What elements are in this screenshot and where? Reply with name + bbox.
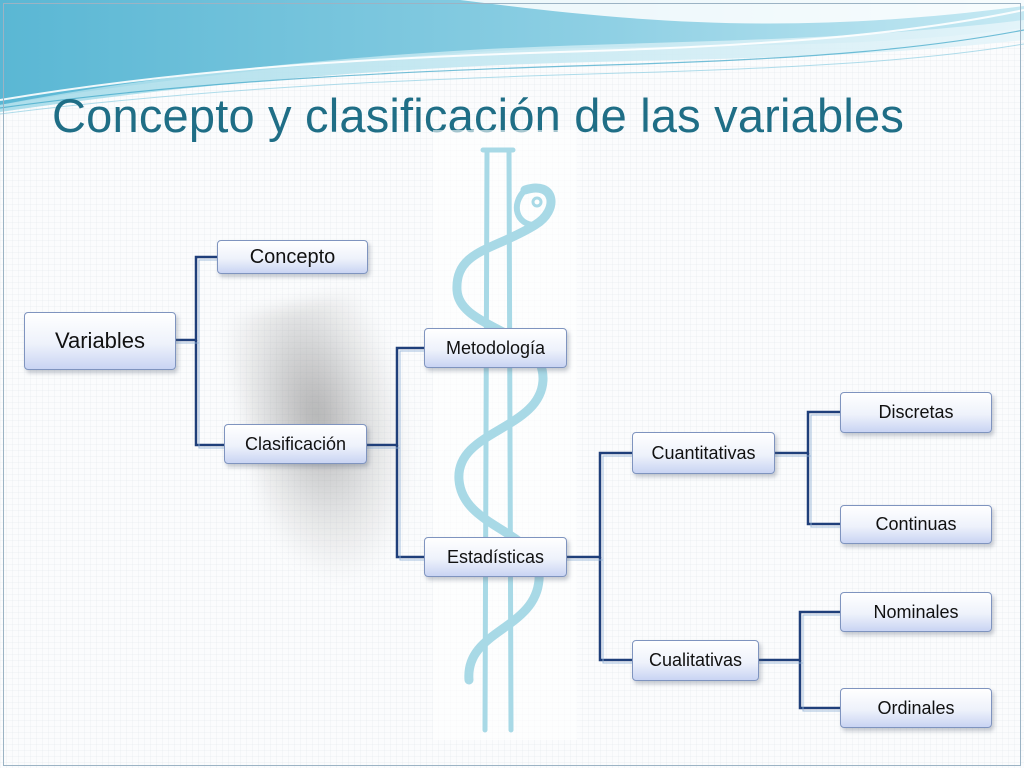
connector-estadisticas-cuantitativas <box>567 451 632 559</box>
node-clasificacion-label: Clasificación <box>244 433 347 454</box>
node-cuantitativas-label: Cuantitativas <box>651 442 756 463</box>
node-variables-label: Variables <box>54 328 146 353</box>
connector-cuantitativas-discretas <box>775 410 840 455</box>
connector-variables-concepto <box>176 255 217 342</box>
connector-variables-clasificacion <box>194 340 224 447</box>
node-continuas: Continuas <box>840 505 992 544</box>
node-discretas-label: Discretas <box>878 402 954 422</box>
node-nominales-label: Nominales <box>873 601 959 622</box>
node-nominales: Nominales <box>840 592 992 632</box>
node-concepto-label: Concepto <box>249 245 336 268</box>
node-ordinales-label: Ordinales <box>877 697 955 718</box>
node-ordinales: Ordinales <box>840 688 992 728</box>
header-waves <box>0 0 1024 115</box>
node-concepto: Concepto <box>217 240 368 274</box>
node-metodologia: Metodología <box>424 328 567 368</box>
node-cualitativas-label: Cualitativas <box>648 650 743 670</box>
node-variables: Variables <box>24 312 176 370</box>
connector-cuantitativas-continuas <box>806 453 840 526</box>
rod-of-asclepius-icon <box>433 130 577 740</box>
connector-cualitativas-nominales <box>759 610 840 662</box>
connector-estadisticas-cualitativas <box>598 557 632 662</box>
node-metodologia-label: Metodología <box>445 337 546 358</box>
node-estadisticas-label: Estadísticas <box>446 546 545 567</box>
node-estadisticas: Estadísticas <box>424 537 567 577</box>
node-cuantitativas: Cuantitativas <box>632 432 775 474</box>
connector-clasificacion-metodologia <box>367 346 424 447</box>
connector-clasificacion-estadisticas <box>395 445 424 559</box>
connector-cualitativas-ordinales <box>798 660 840 710</box>
node-continuas-label: Continuas <box>875 514 957 534</box>
node-clasificacion: Clasificación <box>224 424 367 464</box>
node-cualitativas: Cualitativas <box>632 640 759 681</box>
node-discretas: Discretas <box>840 392 992 433</box>
